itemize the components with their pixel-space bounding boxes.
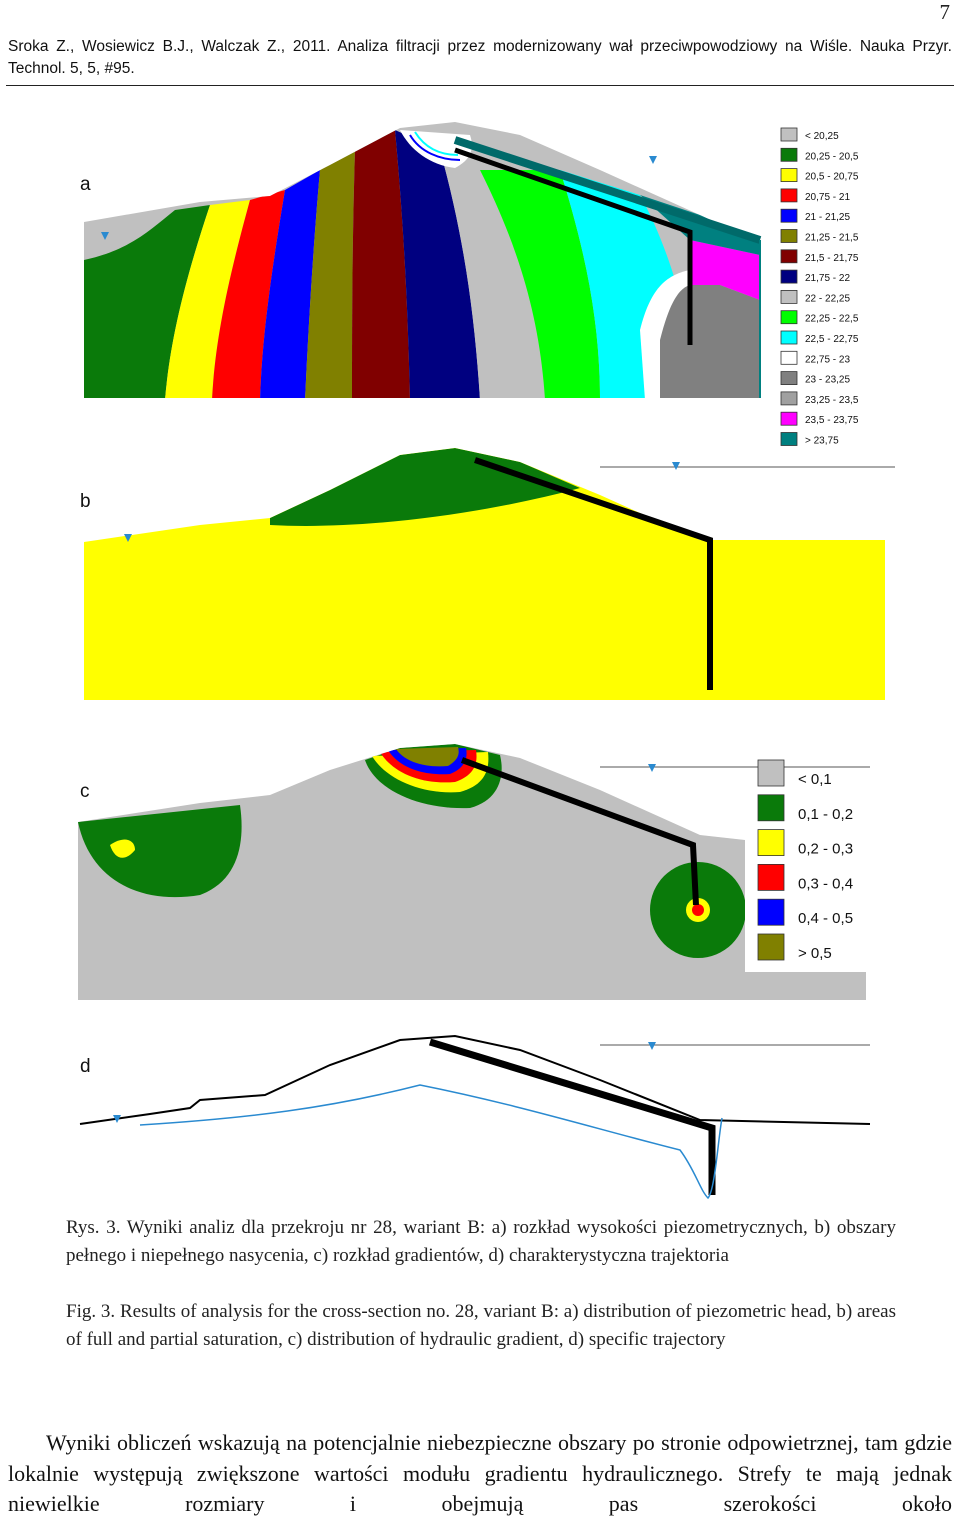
legend-label: 23,5 - 23,75 bbox=[805, 415, 859, 426]
legend-label: 23,25 - 23,5 bbox=[805, 395, 859, 406]
legend-swatch bbox=[780, 411, 798, 426]
legend-label: 20,5 - 20,75 bbox=[805, 172, 859, 183]
legend-label: 22,5 - 22,75 bbox=[805, 334, 859, 345]
legend-label: 20,25 - 20,5 bbox=[805, 151, 859, 162]
legend-label: 0,2 - 0,3 bbox=[798, 841, 853, 858]
panel-a-letter: a bbox=[80, 174, 91, 195]
legend-label: 23 - 23,25 bbox=[805, 375, 850, 386]
legend-swatch bbox=[757, 898, 785, 926]
legend-label: 22 - 22,25 bbox=[805, 293, 850, 304]
panel-d-letter: d bbox=[80, 1056, 91, 1077]
figure-caption-polish: Rys. 3. Wyniki analiz dla przekroju nr 2… bbox=[66, 1217, 896, 1266]
legend-swatch bbox=[757, 794, 785, 822]
legend-label: 21,75 - 22 bbox=[805, 273, 850, 284]
legend-swatch bbox=[780, 350, 798, 365]
figure-caption-english: Fig. 3. Results of analysis for the cros… bbox=[66, 1301, 896, 1350]
legend-label: < 20,25 bbox=[805, 131, 839, 142]
legend-label: > 0,5 bbox=[798, 945, 832, 962]
legend-swatch bbox=[780, 269, 798, 284]
legend-swatch bbox=[780, 147, 798, 162]
legend-swatch bbox=[780, 310, 798, 325]
header-reference: Sroka Z., Wosiewicz B.J., Walczak Z., 20… bbox=[8, 38, 952, 77]
legend-label: 0,1 - 0,2 bbox=[798, 806, 853, 823]
body-paragraph-text: Wyniki obliczeń wskazują na potencjalnie… bbox=[8, 1430, 952, 1516]
legend-label: 0,3 - 0,4 bbox=[798, 875, 853, 892]
legend-swatch bbox=[780, 229, 798, 243]
panel-d-trajectory: d bbox=[79, 1034, 871, 1200]
legend-swatch bbox=[780, 249, 798, 264]
legend-swatch bbox=[757, 933, 785, 961]
body-paragraph: Wyniki obliczeń wskazują na potencjalnie… bbox=[8, 1428, 952, 1520]
legend-swatch bbox=[757, 759, 785, 787]
legend-label: < 0,1 bbox=[798, 771, 832, 788]
legend-a: < 20,25 20,25 - 20,5 20,5 - 20,75 20,75 - 2… bbox=[780, 127, 859, 447]
legend-label: 21,25 - 21,5 bbox=[805, 233, 859, 244]
legend-label: 22,25 - 22,5 bbox=[805, 314, 859, 325]
legend-label: 21,5 - 21,75 bbox=[805, 253, 859, 264]
panel-a-piezometric-head: a bbox=[80, 122, 762, 398]
legend-c: < 0,1 0,1 - 0,2 0,2 - 0,3 0,3 - 0,4 0,4 - 0,… bbox=[757, 759, 853, 962]
panel-c-gradient: c bbox=[78, 744, 870, 1000]
legend-label: > 23,75 bbox=[805, 436, 839, 447]
legend-swatch bbox=[757, 864, 785, 891]
legend-swatch bbox=[780, 168, 798, 183]
legend-swatch bbox=[780, 127, 798, 142]
legend-swatch bbox=[780, 208, 798, 223]
legend-swatch bbox=[780, 330, 798, 345]
legend-swatch bbox=[757, 829, 785, 856]
legend-label: 0,4 - 0,5 bbox=[798, 910, 853, 927]
figure-3: a < 20,25 20,25 - 20,5 20,5 - 20,75 20,75 -… bbox=[78, 122, 895, 1200]
legend-swatch bbox=[780, 371, 798, 386]
panel-b-saturation: b bbox=[80, 448, 895, 700]
panel-c-letter: c bbox=[80, 781, 90, 802]
legend-swatch bbox=[780, 188, 798, 203]
legend-label: 20,75 - 21 bbox=[805, 192, 850, 203]
legend-swatch bbox=[780, 432, 798, 446]
page-number: 7 bbox=[939, 0, 951, 24]
legend-swatch bbox=[780, 289, 798, 304]
legend-label: 21 - 21,25 bbox=[805, 212, 850, 223]
panel-b-letter: b bbox=[80, 491, 91, 512]
legend-swatch bbox=[780, 391, 798, 406]
header-rule bbox=[6, 85, 954, 86]
legend-label: 22,75 - 23 bbox=[805, 354, 850, 365]
